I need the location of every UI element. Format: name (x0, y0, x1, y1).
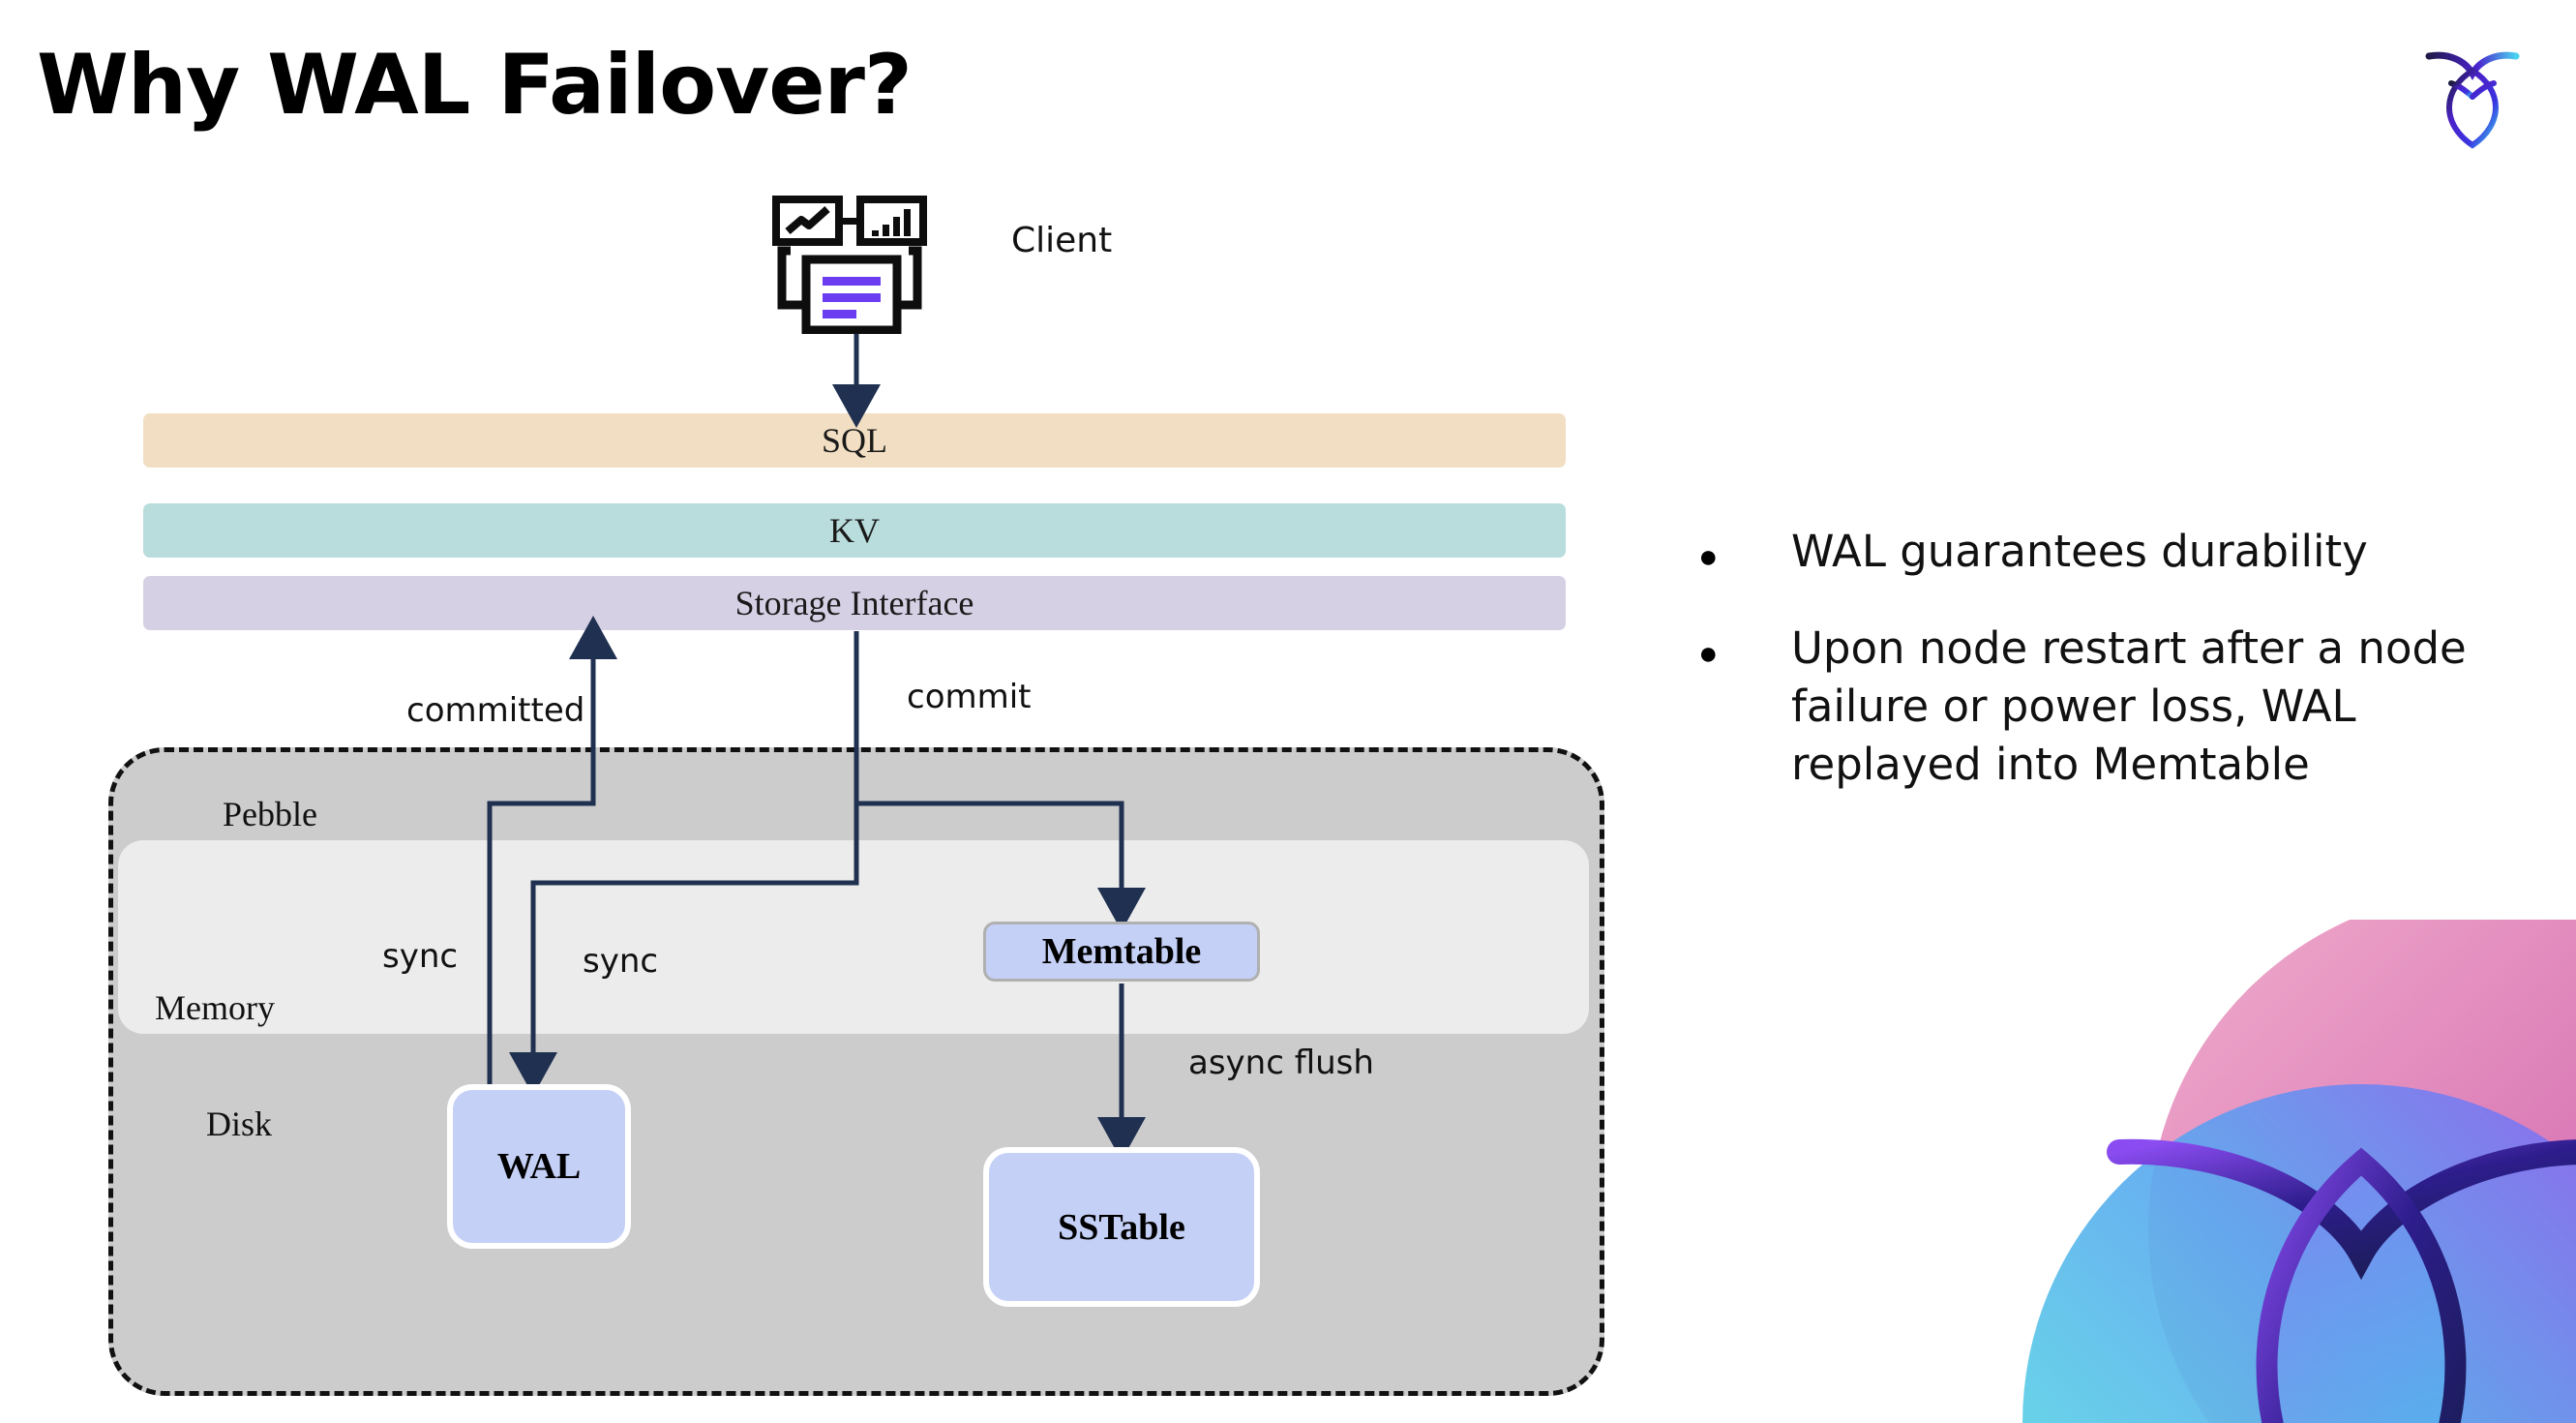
disk-label: Disk (206, 1105, 273, 1143)
layer-bar-sql: SQL (143, 413, 1566, 468)
memory-label: Memory (155, 988, 275, 1027)
client-label: Client (1011, 221, 1113, 260)
page-title: Why WAL Failover? (37, 37, 913, 134)
bullet-text: Upon node restart after a node failure o… (1791, 621, 2467, 790)
edge-label-committed: committed (406, 691, 585, 730)
node-sstable: SSTable (983, 1147, 1260, 1307)
edge-label-sync-committed: sync (382, 937, 459, 976)
edge-label-async-flush: async flush (1188, 1044, 1374, 1082)
client-dashboard-icon (769, 194, 934, 335)
layer-bar-kv: KV (143, 503, 1566, 558)
node-memtable: Memtable (983, 922, 1260, 982)
cockroach-leaf-watermark-icon (1945, 920, 2576, 1423)
architecture-diagram: Client SQL KV Storage Interface Pebble M… (108, 194, 1604, 1396)
list-item: ● WAL guarantees durability (1698, 523, 2531, 581)
cockroach-leaf-logo-icon (2419, 39, 2526, 155)
list-item: ● Upon node restart after a node failure… (1698, 620, 2531, 794)
edge-label-sync-commit: sync (583, 942, 659, 981)
node-wal: WAL (447, 1084, 631, 1249)
bullet-marker-icon: ● (1698, 538, 1719, 575)
memory-region (118, 840, 1589, 1034)
edge-label-commit: commit (907, 678, 1032, 716)
bullet-list: ● WAL guarantees durability ● Upon node … (1698, 523, 2531, 832)
layer-bar-storage-interface: Storage Interface (143, 576, 1566, 630)
bullet-marker-icon: ● (1698, 634, 1719, 672)
bullet-text: WAL guarantees durability (1791, 526, 2368, 577)
pebble-label: Pebble (223, 795, 317, 833)
